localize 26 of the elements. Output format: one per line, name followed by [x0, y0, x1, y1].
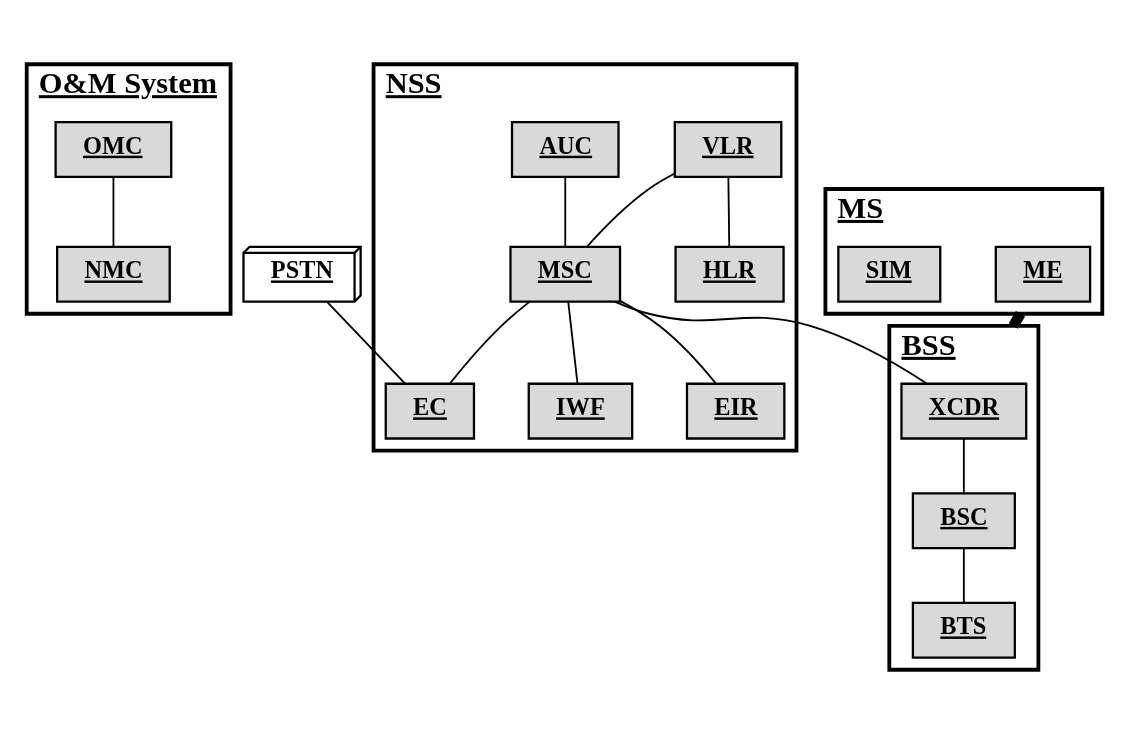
node-box: HLR — [674, 245, 785, 303]
connector — [727, 175, 731, 248]
connector — [586, 172, 676, 247]
node-box: OMC — [54, 120, 173, 178]
node-box: BSC — [911, 491, 1016, 549]
node-box: XCDR — [900, 382, 1028, 440]
connector — [112, 175, 115, 248]
connector — [962, 547, 965, 604]
connector — [564, 175, 567, 248]
connector — [326, 300, 406, 385]
node-box: ME — [994, 245, 1092, 303]
node-box: VLR — [673, 120, 783, 178]
node-box: EIR — [685, 382, 786, 440]
node-box: NMC — [56, 245, 171, 303]
node-box: IWF — [527, 382, 634, 440]
connector — [619, 299, 717, 385]
connector — [613, 300, 928, 384]
node-box: BTS — [911, 601, 1016, 659]
connector — [449, 300, 531, 384]
node-box: SIM — [837, 245, 942, 303]
node-box: AUC — [510, 120, 620, 178]
node-box: MSC — [509, 245, 622, 303]
node-box: EC — [384, 382, 476, 440]
connector — [1008, 310, 1026, 329]
connector — [567, 300, 579, 385]
connector — [962, 437, 965, 494]
